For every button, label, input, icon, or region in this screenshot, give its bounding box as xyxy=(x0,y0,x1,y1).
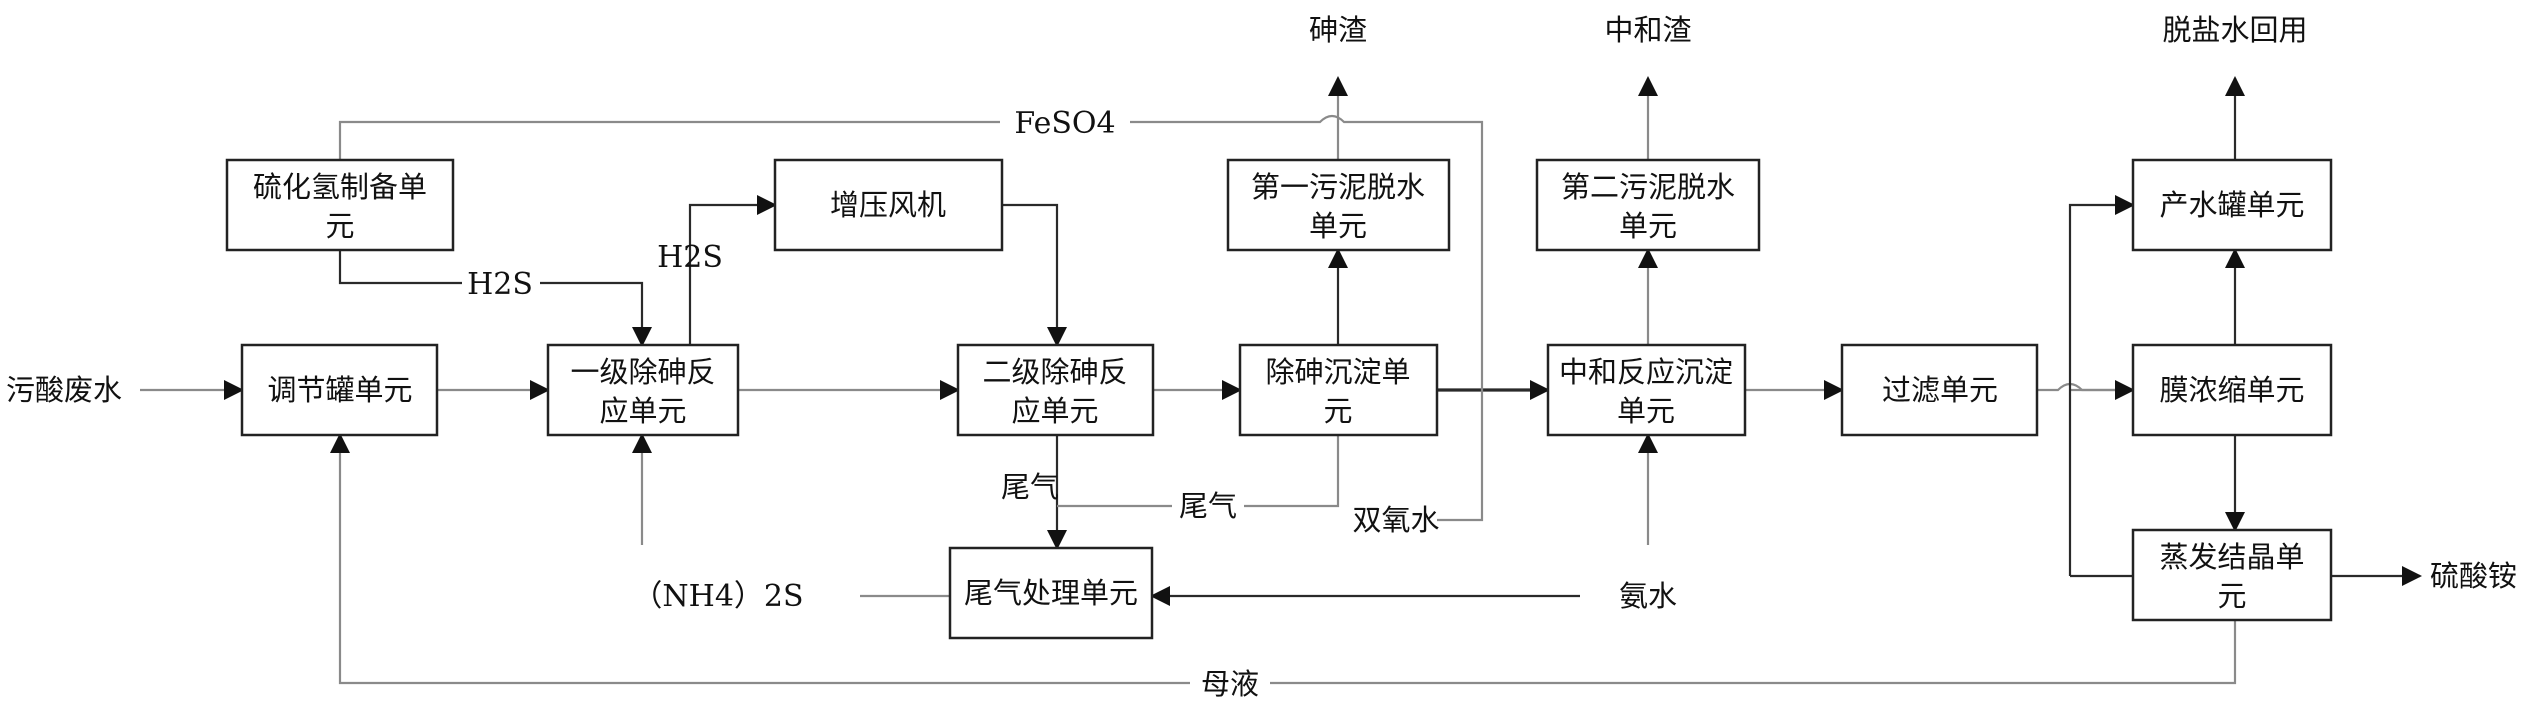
unit-tailgas-treatment: 尾气处理单元 xyxy=(948,546,1154,640)
unit-product-tank: 产水罐单元 xyxy=(2131,158,2333,252)
label-tailgas-dearsenic2: 尾气 xyxy=(1001,470,1059,504)
unit-product-tank-label: 产水罐单元 xyxy=(2159,188,2304,222)
unit-dearsenic-2-line1: 二级除砷反 xyxy=(982,355,1127,389)
tailgas-b-label-bg xyxy=(1172,488,1244,524)
flow-h2s-to-booster xyxy=(688,195,777,345)
unit-evaporation-line2: 元 xyxy=(2217,579,2246,613)
unit-neutralization-line2: 单元 xyxy=(1617,394,1675,428)
unit-booster-fan-label: 增压风机 xyxy=(830,188,946,222)
label-mother-liquor: 母液 xyxy=(1201,667,1259,701)
unit-sludge-dewater-2: 第二污泥脱水 单元 xyxy=(1535,158,1761,252)
label-arsenic-residue: 砷渣 xyxy=(1309,13,1367,47)
label-tailgas-settle: 尾气 xyxy=(1179,489,1237,523)
unit-dearsenic-1-line1: 一级除砷反 xyxy=(570,355,715,389)
flow-tailgas-settle xyxy=(1057,435,1340,508)
label-feso4: FeSO4 xyxy=(1014,106,1115,141)
unit-filtration-label: 过滤单元 xyxy=(1882,373,1998,407)
unit-sludge-dewater-2-line2: 单元 xyxy=(1619,209,1677,243)
unit-filtration: 过滤单元 xyxy=(1840,343,2039,437)
unit-arsenic-settling-line2: 元 xyxy=(1323,394,1352,428)
unit-sludge-dewater-2-line1: 第二污泥脱水 xyxy=(1561,170,1735,204)
unit-neutralization-line1: 中和反应沉淀 xyxy=(1559,355,1733,389)
flow-collector-vertical xyxy=(2068,195,2135,576)
flow-feso4 xyxy=(338,114,1484,522)
h2s-a-label-bg xyxy=(462,266,540,300)
feso4-label-bg xyxy=(1000,104,1130,140)
label-h2s-booster: H2S xyxy=(657,240,723,275)
label-ammonium-sulfate: 硫酸铵 xyxy=(2430,559,2517,593)
unit-h2s-prep: 硫化氢制备单 元 xyxy=(225,158,455,252)
unit-neutralization: 中和反应沉淀 单元 xyxy=(1546,343,1747,437)
label-neutral-residue: 中和渣 xyxy=(1604,13,1691,47)
unit-dearsenic-2: 二级除砷反 应单元 xyxy=(956,343,1155,437)
flow-mother-liquor xyxy=(330,433,2237,685)
unit-arsenic-settling-line1: 除砷沉淀单 xyxy=(1265,355,1410,389)
label-h2s-prep: H2S xyxy=(467,267,533,302)
unit-sludge-dewater-1-line1: 第一污泥脱水 xyxy=(1251,170,1425,204)
flow-booster-to-dearsenic2 xyxy=(1002,203,1067,347)
unit-h2s-prep-line2: 元 xyxy=(325,209,354,243)
unit-regulation-tank-label: 调节罐单元 xyxy=(267,373,412,407)
label-nh4-2s: （NH4）2S xyxy=(632,579,803,614)
unit-dearsenic-1: 一级除砷反 应单元 xyxy=(546,343,740,437)
mother-liquor-label-bg xyxy=(1190,666,1270,702)
unit-sludge-dewater-1: 第一污泥脱水 单元 xyxy=(1226,158,1451,252)
label-ammonia: 氨水 xyxy=(1619,579,1677,613)
unit-dearsenic-2-line2: 应单元 xyxy=(1011,394,1098,428)
unit-arsenic-settling: 除砷沉淀单 元 xyxy=(1238,343,1439,437)
unit-sludge-dewater-1-line2: 单元 xyxy=(1309,209,1367,243)
label-peroxide: 双氧水 xyxy=(1352,503,1439,537)
unit-dearsenic-1-line2: 应单元 xyxy=(599,394,686,428)
unit-evaporation-crystallization: 蒸发结晶单 元 xyxy=(2131,528,2333,622)
unit-regulation-tank: 调节罐单元 xyxy=(240,343,439,437)
label-desalted-reuse: 脱盐水回用 xyxy=(2162,13,2307,47)
unit-h2s-prep-line1: 硫化氢制备单 xyxy=(253,170,427,204)
unit-membrane-concentration-label: 膜浓缩单元 xyxy=(2159,373,2304,407)
label-influent: 污酸废水 xyxy=(6,373,122,407)
unit-membrane-concentration: 膜浓缩单元 xyxy=(2131,343,2333,437)
unit-evaporation-line1: 蒸发结晶单 xyxy=(2159,540,2304,574)
unit-tailgas-treatment-label: 尾气处理单元 xyxy=(964,576,1138,610)
unit-booster-fan: 增压风机 xyxy=(773,158,1004,252)
